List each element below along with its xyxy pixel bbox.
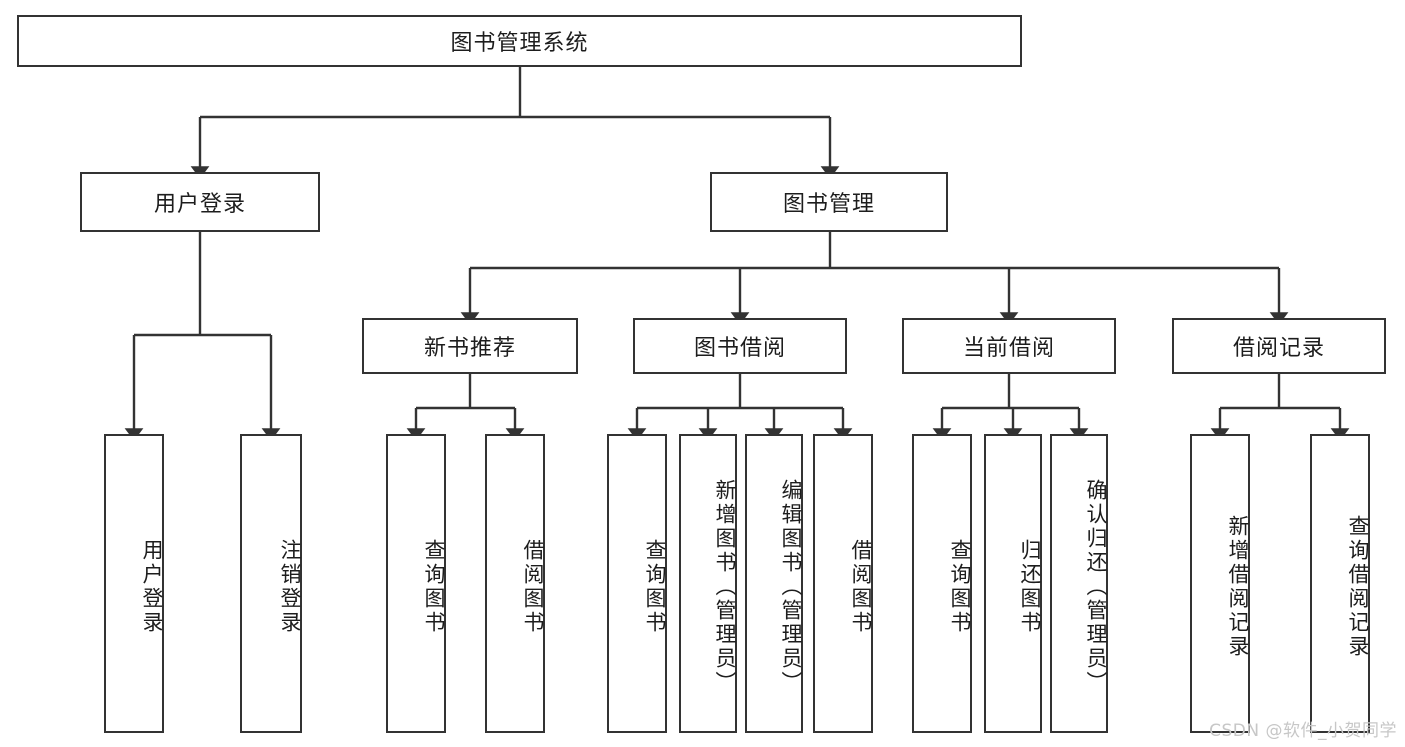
node-leaf-borrow-book-2-label: 借阅图书 <box>849 538 873 635</box>
node-user-login-label: 用户登录 <box>153 192 246 217</box>
node-root[interactable]: 图书管理系统 <box>17 15 1022 67</box>
node-leaf-edit-book-admin[interactable]: 编辑图书（管理员） <box>745 434 803 733</box>
node-book-manage-label: 图书管理 <box>782 192 875 217</box>
node-leaf-query-book-1[interactable]: 查询图书 <box>386 434 446 733</box>
node-leaf-query-book-3[interactable]: 查询图书 <box>912 434 972 733</box>
node-borrow-record[interactable]: 借阅记录 <box>1172 318 1386 374</box>
node-leaf-query-book-1-label: 查询图书 <box>422 538 446 635</box>
node-current-borrow-label: 当前借阅 <box>962 336 1055 361</box>
node-leaf-borrow-book-1-label: 借阅图书 <box>521 538 545 635</box>
watermark: CSDN @软件_小贺同学 <box>1209 721 1397 741</box>
node-leaf-user-login[interactable]: 用户登录 <box>104 434 164 733</box>
node-new-book-recommend[interactable]: 新书推荐 <box>362 318 578 374</box>
node-book-borrow-label: 图书借阅 <box>693 336 786 361</box>
node-leaf-edit-book-admin-label: 编辑图书（管理员） <box>779 478 803 695</box>
node-new-book-recommend-label: 新书推荐 <box>423 336 516 361</box>
node-leaf-query-book-2-label: 查询图书 <box>643 538 667 635</box>
node-leaf-confirm-return-admin-label: 确认归还（管理员） <box>1084 478 1108 695</box>
node-root-label: 图书管理系统 <box>450 31 589 56</box>
node-book-borrow[interactable]: 图书借阅 <box>633 318 847 374</box>
node-leaf-logout-login[interactable]: 注销登录 <box>240 434 302 733</box>
node-leaf-add-book-admin[interactable]: 新增图书（管理员） <box>679 434 737 733</box>
node-leaf-return-book[interactable]: 归还图书 <box>984 434 1042 733</box>
node-borrow-record-label: 借阅记录 <box>1232 336 1325 361</box>
node-leaf-add-borrow-record-label: 新增借阅记录 <box>1226 514 1250 659</box>
node-leaf-query-borrow-record-label: 查询借阅记录 <box>1346 514 1370 659</box>
node-leaf-confirm-return-admin[interactable]: 确认归还（管理员） <box>1050 434 1108 733</box>
node-leaf-query-book-2[interactable]: 查询图书 <box>607 434 667 733</box>
node-leaf-logout-login-label: 注销登录 <box>278 538 302 635</box>
node-leaf-add-borrow-record[interactable]: 新增借阅记录 <box>1190 434 1250 733</box>
node-book-manage[interactable]: 图书管理 <box>710 172 948 232</box>
node-leaf-add-book-admin-label: 新增图书（管理员） <box>713 478 737 695</box>
node-leaf-query-book-3-label: 查询图书 <box>948 538 972 635</box>
node-current-borrow[interactable]: 当前借阅 <box>902 318 1116 374</box>
node-leaf-user-login-label: 用户登录 <box>140 538 164 635</box>
node-user-login[interactable]: 用户登录 <box>80 172 320 232</box>
node-leaf-borrow-book-1[interactable]: 借阅图书 <box>485 434 545 733</box>
node-leaf-query-borrow-record[interactable]: 查询借阅记录 <box>1310 434 1370 733</box>
node-leaf-return-book-label: 归还图书 <box>1018 538 1042 635</box>
node-leaf-borrow-book-2[interactable]: 借阅图书 <box>813 434 873 733</box>
